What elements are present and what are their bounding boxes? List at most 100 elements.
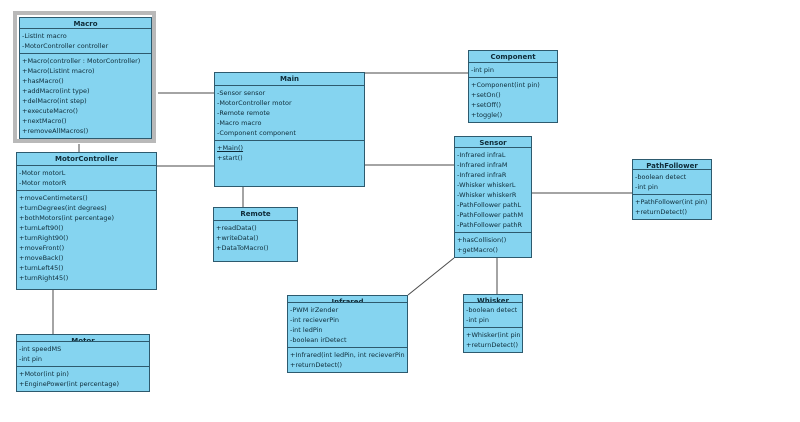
class-title: Remote xyxy=(214,208,297,221)
class-title: Infrared xyxy=(288,296,407,303)
class-box-macro[interactable]: Macro -ListInt macro -MotorController con… xyxy=(19,17,152,139)
method-row: +readData() xyxy=(216,224,257,232)
attribute-row: -Whisker whiskerL xyxy=(457,181,516,189)
method-row: +setOn() xyxy=(471,91,501,99)
attributes-compartment: -Sensor sensor -MotorController motor -Rem… xyxy=(215,86,364,141)
methods-compartment: +Main() +start() xyxy=(215,141,364,186)
methods-compartment: +hasCollision() +getMacro() xyxy=(455,233,531,257)
method-row: +turnDegrees(int degrees) xyxy=(19,204,107,212)
attribute-row: -int pin xyxy=(471,66,494,74)
class-box-component[interactable]: Component -int pin +Component(int pin) +s… xyxy=(468,50,558,123)
class-title: Sensor xyxy=(455,137,531,148)
attribute-row: -ListInt macro xyxy=(22,32,67,40)
attributes-compartment: -int pin xyxy=(469,63,557,78)
class-title: Component xyxy=(469,51,557,63)
method-row: +nextMacro() xyxy=(22,117,67,125)
method-row: +Motor(int pin) xyxy=(19,370,69,378)
class-title: MotorController xyxy=(17,153,156,166)
methods-compartment: +Motor(int pin) +EnginePower(int percenta… xyxy=(17,367,149,391)
method-row: +returnDetect() xyxy=(466,341,519,349)
method-row: +turnLeft90() xyxy=(19,224,64,232)
attribute-row: -PWM irZender xyxy=(290,306,339,314)
class-title: Macro xyxy=(20,18,151,29)
method-row: +toggle() xyxy=(471,111,503,119)
attributes-compartment: -PWM irZender -int recieverPin -int ledPin… xyxy=(288,303,407,348)
method-row: +Infrared(int ledPin, int recieverPin) xyxy=(290,351,405,359)
class-box-remote[interactable]: Remote +readData() +writeData() +DataToMac… xyxy=(213,207,298,262)
attribute-row: -Whisker whiskerR xyxy=(457,191,517,199)
attribute-row: -int ledPin xyxy=(290,326,323,334)
attribute-row: -MotorController motor xyxy=(217,99,292,107)
method-row: +moveFront() xyxy=(19,244,65,252)
class-title: Whisker xyxy=(464,295,522,303)
method-row: +turnRight90() xyxy=(19,234,69,242)
method-row: +returnDetect() xyxy=(290,361,343,369)
attributes-compartment: -Motor motorL -Motor motorR xyxy=(17,166,156,191)
attribute-row: -Motor motorR xyxy=(19,179,67,187)
class-title: PathFollower xyxy=(633,160,711,170)
attribute-row: -Infrared infraR xyxy=(457,171,507,179)
method-row: +Component(int pin) xyxy=(471,81,540,89)
method-row: +DataToMacro() xyxy=(216,244,269,252)
class-title: Main xyxy=(215,73,364,86)
method-row: +writeData() xyxy=(216,234,259,242)
class-box-infrared[interactable]: Infrared -PWM irZender -int recieverPin -i… xyxy=(287,295,408,373)
attributes-compartment: -Infrared infraL -Infrared infraM -Infrare… xyxy=(455,148,531,233)
attribute-row: -int speedMS xyxy=(19,345,62,353)
method-row: +addMacro(int type) xyxy=(22,87,90,95)
attribute-row: -Macro macro xyxy=(217,119,262,127)
attribute-row: -PathFollower pathR xyxy=(457,221,523,229)
attribute-row: -boolean detect xyxy=(466,306,518,314)
method-row: +Macro(ListInt macro) xyxy=(22,67,95,75)
methods-compartment: +Infrared(int ledPin, int recieverPin) +r… xyxy=(288,348,407,372)
class-box-motorcontroller[interactable]: MotorController -Motor motorL-Motor moto… xyxy=(16,152,157,290)
method-row: +getMacro() xyxy=(457,246,498,254)
class-box-sensor[interactable]: Sensor -Infrared infraL-Infrared infraM-… xyxy=(454,136,532,258)
attribute-row: -Sensor sensor xyxy=(217,89,266,97)
attributes-compartment: -int speedMS -int pin xyxy=(17,342,149,367)
attributes-compartment: -boolean detect -int pin xyxy=(464,303,522,328)
method-row: +hasCollision() xyxy=(457,236,507,244)
attributes-compartment: -ListInt macro -MotorController controlle… xyxy=(20,29,151,54)
method-row: +start() xyxy=(217,154,243,162)
class-box-whisker[interactable]: Whisker -boolean detect -int pin +Whisker… xyxy=(463,294,523,353)
method-row: +moveCentimeters() xyxy=(19,194,88,202)
methods-compartment: +PathFollower(int pin)+returnDetect() xyxy=(633,195,711,219)
class-title: Motor xyxy=(17,335,149,342)
methods-compartment: +moveCentimeters() +turnDegrees(int degre… xyxy=(17,191,156,289)
attribute-row: -Motor motorL xyxy=(19,169,66,177)
association-sensor-infrared[interactable] xyxy=(407,257,455,296)
method-row: +Macro(controller : MotorController) xyxy=(22,57,141,65)
methods-compartment: +Macro(controller : MotorController) +Mac… xyxy=(20,54,151,138)
methods-compartment: +Whisker(int pin) +returnDetect() xyxy=(464,328,522,352)
attribute-row: -PathFollower pathL xyxy=(457,201,522,209)
method-row: +Whisker(int pin) xyxy=(466,331,520,339)
attributes-compartment: -boolean detect-int pin xyxy=(633,170,711,195)
attribute-row: -int pin xyxy=(635,183,658,191)
class-box-main[interactable]: Main -Sensor sensor -MotorController moto… xyxy=(214,72,365,187)
method-row: +executeMacro() xyxy=(22,107,78,115)
attribute-row: -PathFollower pathM xyxy=(457,211,524,219)
attribute-row: -MotorController controller xyxy=(22,42,109,50)
method-row: +setOff() xyxy=(471,101,502,109)
class-box-motor[interactable]: Motor -int speedMS -int pin +Motor(int pi… xyxy=(16,334,150,392)
method-row: +removeAllMacros() xyxy=(22,127,89,135)
class-box-pathfollower[interactable]: PathFollower -boolean detect-int pin +Pa… xyxy=(632,159,712,220)
methods-compartment: +Component(int pin) +setOn() +setOff() +tog… xyxy=(469,78,557,122)
attribute-row: -int pin xyxy=(466,316,489,324)
methods-compartment: +readData() +writeData() +DataToMacro() xyxy=(214,221,297,261)
method-row: +Main() xyxy=(217,144,244,152)
attribute-row: -boolean irDetect xyxy=(290,336,347,344)
method-row: +EnginePower(int percentage) xyxy=(19,380,119,388)
method-row: +moveBack() xyxy=(19,254,64,262)
attribute-row: -Component component xyxy=(217,129,296,137)
attribute-row: -int pin xyxy=(19,355,42,363)
attribute-row: -Remote remote xyxy=(217,109,270,117)
attribute-row: -Infrared infraM xyxy=(457,161,508,169)
attribute-row: -Infrared infraL xyxy=(457,151,506,159)
method-row: +delMacro(int step) xyxy=(22,97,87,105)
attribute-row: -int recieverPin xyxy=(290,316,340,324)
method-row: +hasMacro() xyxy=(22,77,64,85)
